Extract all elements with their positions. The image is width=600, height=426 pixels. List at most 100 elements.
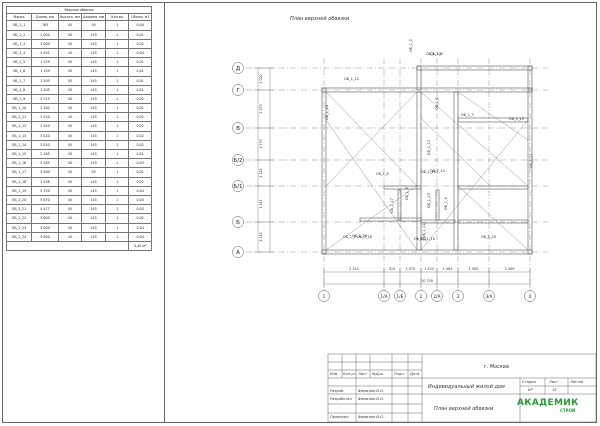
beam-label: ОБ_1_11 bbox=[422, 223, 426, 238]
brace-line bbox=[325, 91, 418, 187]
name-3: Фамилия И.О. bbox=[358, 415, 385, 419]
axis-label-col: 2/А bbox=[434, 294, 441, 299]
name-2: Фамилия И.О. bbox=[358, 397, 385, 401]
brace-line bbox=[420, 91, 529, 187]
dimension-lines bbox=[254, 67, 531, 288]
company-logo: АКАДЕМИК bbox=[517, 398, 579, 408]
axis-bubble bbox=[452, 290, 464, 302]
axis-label-row: Б/2 bbox=[233, 158, 242, 164]
dimension-value: 1 463 bbox=[443, 267, 453, 271]
table-cell: 145 bbox=[80, 204, 107, 215]
dimension-value: 1 345 bbox=[259, 199, 263, 208]
dimension-value: 1 150 bbox=[259, 232, 263, 241]
axis-bubble bbox=[232, 246, 244, 258]
axis-bubble bbox=[232, 216, 244, 228]
beam-outline bbox=[321, 65, 533, 255]
table-cell: 145 bbox=[80, 176, 107, 187]
stage-label: Стадия bbox=[522, 380, 536, 384]
header-list: Лист bbox=[358, 372, 368, 376]
beam-label: ОБ_1_12 bbox=[430, 169, 445, 173]
beam-label: ОБ_1_9 bbox=[376, 172, 389, 176]
table-cell: 145 bbox=[80, 38, 107, 49]
beam-label: ОБ_1_16 bbox=[357, 235, 372, 239]
sheet-name: План верхней обвязки bbox=[434, 406, 494, 412]
table-cell: 145 bbox=[80, 139, 107, 151]
name-1: Фамилия И.О. bbox=[358, 389, 385, 393]
beam-label: ОБ_1_14 bbox=[420, 237, 435, 241]
stage-value: КР bbox=[528, 388, 533, 392]
beam-label: ОБ_1_1 bbox=[343, 235, 356, 239]
axis-bubble bbox=[415, 290, 427, 302]
axis-label-col: 2 bbox=[420, 294, 423, 299]
beam-segment bbox=[359, 217, 422, 222]
table-cell: 145 bbox=[80, 213, 107, 224]
table-header-cell: Ширина, мм bbox=[80, 13, 107, 22]
role-1: Разраб. bbox=[330, 389, 345, 393]
beam-segment bbox=[435, 189, 440, 221]
dimension-value: 1 770 bbox=[259, 139, 263, 148]
beam-segment bbox=[383, 185, 422, 190]
header-date: Дата bbox=[410, 372, 420, 376]
beam-label: ОБ_1_13 bbox=[427, 193, 431, 208]
axis-bubble bbox=[318, 290, 330, 302]
table-cell: 145 bbox=[80, 158, 107, 169]
dimension-value: 2 270 bbox=[259, 104, 263, 113]
beam-label: ОБ_1_6 bbox=[405, 187, 409, 200]
axis-label-col: 1/Б bbox=[397, 294, 404, 299]
table-cell: 145 bbox=[80, 149, 107, 160]
axis-label-col: 3 bbox=[457, 294, 460, 299]
axis-bubble bbox=[394, 290, 406, 302]
sheets-label: Листов bbox=[570, 380, 584, 384]
beam-label: ОБ_1_4 bbox=[435, 97, 439, 110]
beam-label: ОБ_1_15 bbox=[421, 170, 436, 174]
table-cell: 145 bbox=[80, 231, 107, 242]
axis-label-col: 1/А bbox=[381, 294, 388, 299]
beam-segment bbox=[527, 87, 533, 255]
beam-label: ОБ_1_17 bbox=[390, 198, 394, 213]
table-cell: 145 bbox=[80, 222, 107, 233]
beam-label: ОБ_1_24 bbox=[325, 105, 329, 120]
axis-bubble bbox=[431, 290, 443, 302]
dimension-value: 1 153 bbox=[424, 267, 434, 271]
beam-segment bbox=[453, 91, 459, 251]
brace-line bbox=[457, 185, 529, 251]
axis-label-col: 4 bbox=[529, 294, 532, 299]
beam-label: ОБ_1_21 bbox=[529, 153, 533, 168]
dimension-value: 1 225 bbox=[259, 168, 263, 177]
table-cell: 0,04 bbox=[128, 194, 153, 206]
table-header-cell: Объем, м3 bbox=[128, 13, 153, 22]
table-cell: 0,02 bbox=[128, 38, 153, 49]
table-cell: 145 bbox=[80, 185, 107, 196]
project-name: Индивидуальный жилой дом bbox=[428, 384, 505, 390]
beam-label: ОБ_1_5 bbox=[444, 197, 448, 210]
role-2: Разработал bbox=[330, 397, 352, 401]
table-cell: 145 bbox=[80, 194, 107, 206]
beam-segment bbox=[416, 65, 422, 91]
axis-bubble bbox=[232, 154, 244, 166]
table-cell: 145 bbox=[80, 29, 107, 40]
diagonal-bracing bbox=[325, 91, 529, 251]
brace-line bbox=[325, 185, 418, 251]
axis-label-col: 1 bbox=[323, 294, 326, 299]
beam-segment bbox=[457, 185, 529, 190]
table-cell: 0,01 bbox=[128, 29, 153, 40]
table-cell: 0,02 bbox=[128, 139, 153, 151]
beam-segment bbox=[321, 87, 327, 255]
beam-label: ОБ_1_20 bbox=[481, 235, 496, 239]
